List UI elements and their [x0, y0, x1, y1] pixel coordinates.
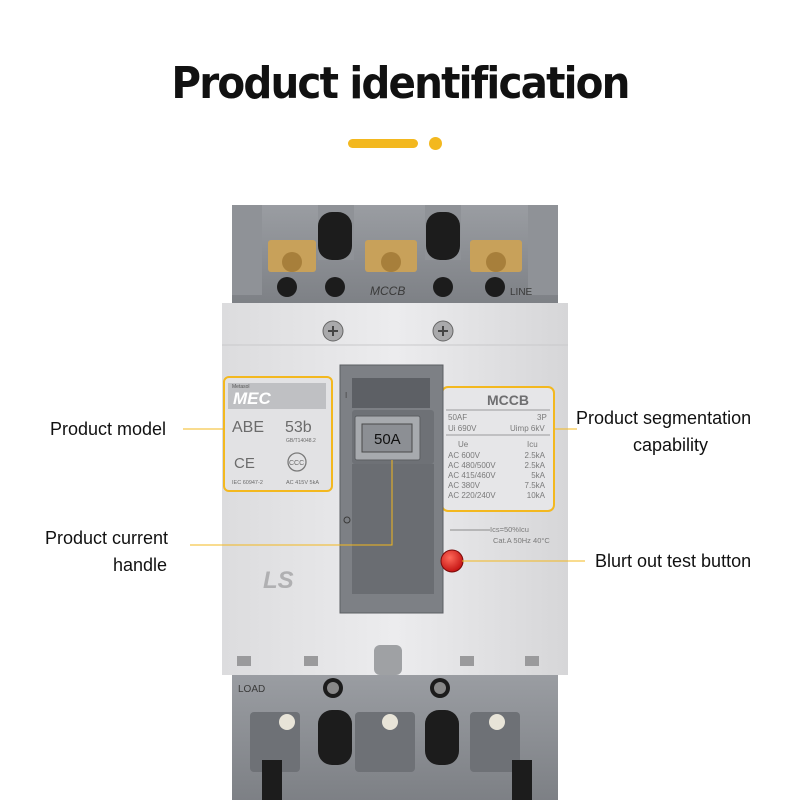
spec-row-icu: 2.5kA — [525, 451, 546, 460]
svg-text:3P: 3P — [537, 413, 547, 422]
cover-screw — [322, 320, 344, 342]
model-number: 53b — [285, 419, 312, 436]
callout-current-line2: handle — [113, 555, 168, 575]
model-label: Metasol MEC ABE 53b GB/T14048.2 CE CCC I… — [223, 376, 333, 492]
spec-label: MCCB 50AF 3P Ui 690V Uimp 6kV Ue Icu AC … — [441, 386, 555, 545]
spec-row-icu: 5kA — [531, 471, 545, 480]
svg-text:IEC 60947-2: IEC 60947-2 — [232, 480, 263, 486]
spec-row-icu: 7.5kA — [525, 481, 546, 490]
svg-text:Ui 690V: Ui 690V — [448, 424, 477, 433]
spec-row-ue: AC 380V — [448, 481, 481, 490]
svg-text:GB/T14048.2: GB/T14048.2 — [286, 438, 316, 444]
svg-text:MCCB: MCCB — [487, 392, 529, 408]
svg-text:50AF: 50AF — [448, 413, 467, 422]
callout-segmentation-line1: Product segmentation — [576, 408, 752, 428]
svg-text:Ue: Ue — [458, 440, 469, 449]
spec-row-ue: AC 220/240V — [448, 491, 496, 500]
svg-text:Icu: Icu — [527, 440, 538, 449]
ls-logo: LS — [263, 567, 294, 594]
line-mark: LINE — [510, 287, 533, 298]
svg-text:Cat.A 50Hz 40°C: Cat.A 50Hz 40°C — [493, 536, 550, 545]
callout-product-model: Product model — [50, 419, 167, 439]
spec-row-ue: AC 415/460V — [448, 471, 496, 480]
ccc-mark: CCC — [289, 460, 304, 467]
svg-text:Uimp 6kV: Uimp 6kV — [510, 424, 545, 433]
model-text: ABE — [232, 419, 264, 436]
handle-rating: 50A — [374, 431, 401, 448]
svg-text:AC 415V 5kA: AC 415V 5kA — [286, 480, 319, 486]
test-button — [440, 549, 464, 573]
mccb-mark: MCCB — [370, 284, 405, 298]
spec-row-icu: 2.5kA — [525, 461, 546, 470]
load-mark: LOAD — [238, 684, 265, 695]
callout-segmentation-line2: capability — [633, 435, 709, 455]
cover-screw — [432, 320, 454, 342]
page-title: Product identification — [171, 58, 630, 109]
line-terminal-block: MCCB LINE — [232, 205, 558, 305]
brand-mark: MEC — [233, 389, 272, 408]
accent-bar — [348, 139, 418, 148]
callout-lines — [183, 428, 585, 562]
spec-row-icu: 10kA — [527, 491, 546, 500]
accent-dot — [429, 137, 442, 150]
svg-text:Metasol: Metasol — [232, 384, 250, 390]
callout-current-line1: Product current — [45, 528, 169, 548]
callout-test-button: Blurt out test button — [595, 551, 752, 571]
ce-mark: CE — [234, 455, 255, 472]
spec-row-ue: AC 600V — [448, 451, 481, 460]
load-terminal-block: LOAD — [232, 675, 558, 800]
spec-row-ue: AC 480/500V — [448, 461, 496, 470]
svg-text:I: I — [345, 391, 347, 400]
svg-text:Ics=50%Icu: Ics=50%Icu — [490, 525, 529, 534]
